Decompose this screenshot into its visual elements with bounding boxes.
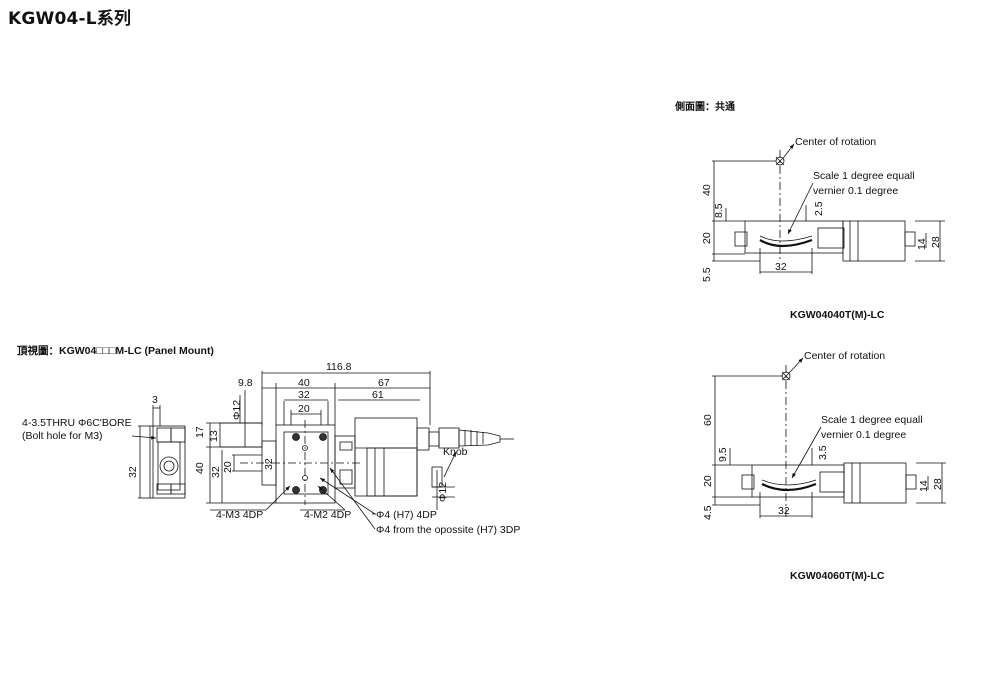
m2-label: 4-M2 4DP (304, 509, 351, 521)
m3-label: 4-M3 4DP (216, 509, 263, 521)
scale-label-2-2: vernier 0.1 degree (821, 429, 906, 441)
dim-32-e: 32 (263, 458, 275, 470)
dim-17: 17 (194, 426, 206, 438)
dim-phi12: Φ12 (231, 400, 243, 420)
dim-8-5: 8.5 (713, 203, 725, 218)
dim-32-2: 32 (778, 505, 790, 517)
dim-116-8: 116.8 (326, 361, 352, 373)
dim-32: 32 (775, 261, 787, 273)
dim-9-8: 9.8 (238, 377, 253, 389)
dim-13: 13 (208, 430, 220, 442)
dim-40-v: 40 (194, 462, 206, 474)
top-view-heading: 頂視圖：KGW04□□□M-LC (Panel Mount) (17, 344, 214, 357)
dim-14-2: 14 (918, 480, 930, 492)
dim-40-top: 40 (298, 377, 310, 389)
dim-20: 20 (701, 232, 713, 244)
dim-32-top: 32 (298, 389, 310, 401)
dim-61: 61 (372, 389, 384, 401)
dim-4-5: 4.5 (702, 505, 714, 520)
scale-label-2-1: Scale 1 degree equall (821, 414, 923, 426)
dim-32-v: 32 (210, 466, 222, 478)
dim-60: 60 (702, 414, 714, 426)
page-title: KGW04-L系列 (8, 9, 132, 29)
center-label: Center of rotation (795, 136, 876, 148)
top-view: 頂視圖：KGW04□□□M-LC (Panel Mount) (17, 344, 520, 536)
dim-14: 14 (916, 238, 928, 250)
dim-3: 3 (152, 394, 158, 406)
phi4b-label: Φ4 from the opossite (H7) 3DP (376, 524, 520, 536)
scale-label-2: vernier 0.1 degree (813, 185, 898, 197)
side-view-2: Center of rotation Scale 1 degree equall… (702, 350, 946, 582)
dim-9-5: 9.5 (717, 447, 729, 462)
dim-20-top: 20 (298, 403, 310, 415)
dim-3-5: 3.5 (817, 445, 829, 460)
knob-label: Knob (443, 446, 468, 458)
model-label-1: KGW04040T(M)-LC (790, 309, 885, 321)
dim-28-2: 28 (932, 478, 944, 490)
side-view-1: 側面圖：共通 Center of rotation Scale 1 degree… (674, 100, 945, 321)
dim-67: 67 (378, 377, 390, 389)
dim-5-5: 5.5 (701, 267, 713, 282)
scale-label-1: Scale 1 degree equall (813, 170, 915, 182)
dim-20-2: 20 (702, 475, 714, 487)
center-label-2: Center of rotation (804, 350, 885, 362)
dim-32-left: 32 (127, 466, 139, 478)
bolt-label-1: 4-3.5THRU Φ6C'BORE (22, 417, 132, 429)
bolt-label-2: (Bolt hole for M3) (22, 430, 103, 442)
dim-2-5: 2.5 (813, 201, 825, 216)
dim-20-v: 20 (222, 461, 234, 473)
side-view-heading: 側面圖：共通 (674, 100, 735, 113)
dim-phi12-b: Φ12 (437, 482, 449, 502)
phi4-label: Φ4 (H7) 4DP (376, 509, 437, 521)
dim-40: 40 (701, 184, 713, 196)
dim-28: 28 (930, 236, 942, 248)
model-label-2: KGW04060T(M)-LC (790, 570, 885, 582)
